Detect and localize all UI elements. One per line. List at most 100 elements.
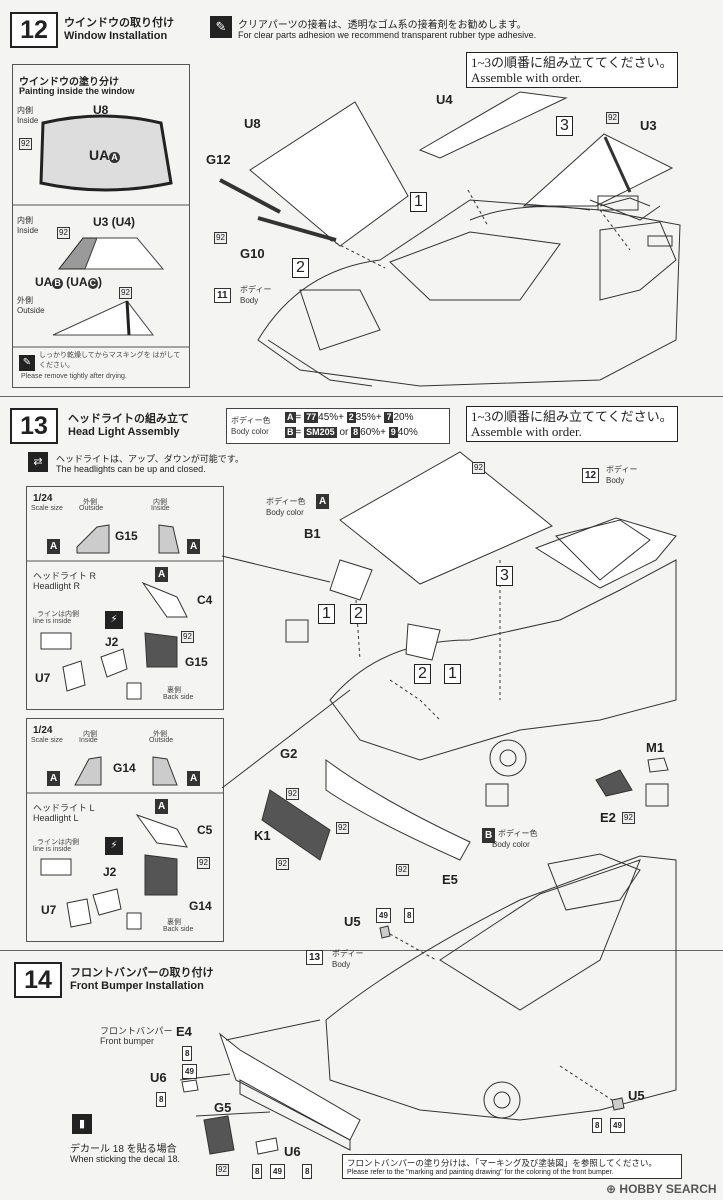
outside-label-ja: 外側 xyxy=(17,296,33,305)
color-a-p1: 45% xyxy=(318,412,339,423)
step13-body-en: Body xyxy=(606,476,625,485)
watermark: ⊕ HOBBY SEARCH xyxy=(606,1182,717,1196)
step13-body-ja: ボディー xyxy=(606,465,638,474)
u3u4-label: U3 (U4) xyxy=(93,215,136,229)
inside-l-en: Inside xyxy=(79,737,98,744)
order-en-13: Assemble with order. xyxy=(471,424,582,439)
step14-body-ref: 13 xyxy=(306,950,324,965)
paint-92-b: 92 xyxy=(57,227,70,239)
hl-r-en: Headlight R xyxy=(33,581,81,591)
color-a-c3: 7 xyxy=(384,412,394,423)
outside-r-en: Outside xyxy=(79,505,104,512)
scale-l: 1/24 xyxy=(33,725,53,736)
step-12-number: 12 xyxy=(10,12,58,48)
window-shapes xyxy=(13,114,189,348)
step13-order-2a: 2 xyxy=(350,604,367,624)
u5-bottom-8: 8 xyxy=(592,1118,603,1133)
paint-92-c: 92 xyxy=(119,287,132,299)
headlight-l-parts xyxy=(27,756,223,930)
outside-r-ja: 外側 xyxy=(83,499,97,506)
bumper-ja: フロントバンパー xyxy=(100,1026,173,1036)
c4-label: C4 xyxy=(197,593,213,607)
order-ja-13: 1~3の順番に組み立ててください。 xyxy=(471,409,673,424)
color-b-eq: = xyxy=(295,427,302,438)
color-b-c2: 8 xyxy=(351,427,361,438)
step13-order-3: 3 xyxy=(496,566,513,586)
line-l-en: line is inside xyxy=(33,846,72,853)
watermark-icon: ⊕ xyxy=(606,1182,617,1196)
color-b-c1: SM205 xyxy=(304,427,337,438)
u5-top-label: U5 xyxy=(344,914,361,929)
u6-49: 49 xyxy=(182,1064,197,1079)
color-b-c3: 9 xyxy=(388,427,398,438)
order-ja: 1~3の順番に組み立ててください。 xyxy=(471,55,673,70)
step12-order-1: 1 xyxy=(410,192,427,212)
line-r-ja: ラインは内側 xyxy=(37,611,79,618)
step-14-number: 14 xyxy=(14,962,62,998)
back-r-en: Back side xyxy=(163,694,194,701)
outside-label-en: Outside xyxy=(17,306,45,315)
step-12-order-note: 1~3の順番に組み立ててください。 Assemble with order. xyxy=(466,52,678,88)
headlight-note-ja: ヘッドライトは、アップ、ダウンが可能です。 xyxy=(56,454,244,464)
u5-top-49: 49 xyxy=(376,908,391,923)
color-b-or: or xyxy=(339,427,349,438)
paint-box-title-ja: ウインドウの塗り分け xyxy=(19,77,119,88)
headlight-r-parts xyxy=(27,524,223,700)
e2-part-label: E2 xyxy=(600,810,616,825)
step13-order-2b: 2 xyxy=(414,664,431,684)
uab-mark: B xyxy=(52,278,63,289)
bumper-en: Front bumper xyxy=(100,1036,155,1046)
a-c5: A xyxy=(155,799,169,814)
window-paint-box: ウインドウの塗り分け Painting inside the window 内側… xyxy=(12,64,190,388)
uaa-mark: A xyxy=(109,152,120,163)
order-en: Assemble with order. xyxy=(471,70,582,85)
step13-92-a: 92 xyxy=(472,462,485,474)
uac-mark: C xyxy=(87,278,99,289)
e5-b-mark: B xyxy=(482,828,496,843)
outside-l-ja: 外側 xyxy=(153,731,167,738)
back-r-ja: 裏側 xyxy=(167,687,181,694)
hl-l-en: Headlight L xyxy=(33,813,79,823)
back-l-ja: 裏側 xyxy=(167,919,181,926)
g12-part-label: G12 xyxy=(206,152,231,167)
u6b-8a: 8 xyxy=(252,1164,263,1179)
step12-92-a: 92 xyxy=(214,232,227,244)
step-14-title-en: Front Bumper Installation xyxy=(70,980,204,992)
scale-r-en: Scale size xyxy=(31,505,63,512)
u3-part-label: U3 xyxy=(640,118,657,133)
step-12-title-en: Window Installation xyxy=(64,30,168,42)
step13-92-b: 92 xyxy=(286,788,299,800)
mask-note-ja: しっかり乾燥してからマスキングを はがしてください。 xyxy=(39,352,181,369)
step13-92-d: 92 xyxy=(276,858,289,870)
mask-icon: ✎ xyxy=(19,355,35,371)
step-12-title-ja: ウインドウの取り付け xyxy=(64,17,174,29)
color-a-p3: 20% xyxy=(393,412,414,423)
g10-part-label: G10 xyxy=(240,246,265,261)
step-13-title-en: Head Light Assembly xyxy=(68,426,180,438)
color-title-ja: ボディー色 xyxy=(231,416,271,425)
step-13-order-note: 1~3の順番に組み立ててください。 Assemble with order. xyxy=(466,406,678,442)
hl-l-ja: ヘッドライト L xyxy=(33,803,95,813)
step-13-number: 13 xyxy=(10,408,58,444)
step12-order-2: 2 xyxy=(292,258,309,278)
e5-bodycolor-en: Body color xyxy=(492,840,530,849)
u4-part-label: U4 xyxy=(436,92,453,107)
b1-bodycolor-en: Body color xyxy=(266,508,304,517)
a-left-l: A xyxy=(47,771,61,786)
step13-92-c: 92 xyxy=(336,822,349,834)
headlight-l-box: 1/24 Scale size 内側 Inside 外側 Outside G14… xyxy=(26,718,224,942)
step14-body-ja: ボディー xyxy=(332,949,364,958)
u7-l-label: U7 xyxy=(41,903,57,917)
step12-body-ja: ボディー xyxy=(240,285,272,294)
glue-icon: ✎ xyxy=(210,16,232,38)
color-a-plus1: + xyxy=(338,412,344,423)
r-92: 92 xyxy=(181,631,194,643)
inside-label-en: Inside xyxy=(17,116,39,125)
mask-note-en: Please remove tightly after drying. xyxy=(21,373,127,380)
e5-bodycolor-ja: ボディー色 xyxy=(498,829,538,838)
a-right-r: A xyxy=(187,539,201,554)
step12-92-b: 92 xyxy=(606,112,619,124)
step-13-car-drawing xyxy=(221,451,677,861)
